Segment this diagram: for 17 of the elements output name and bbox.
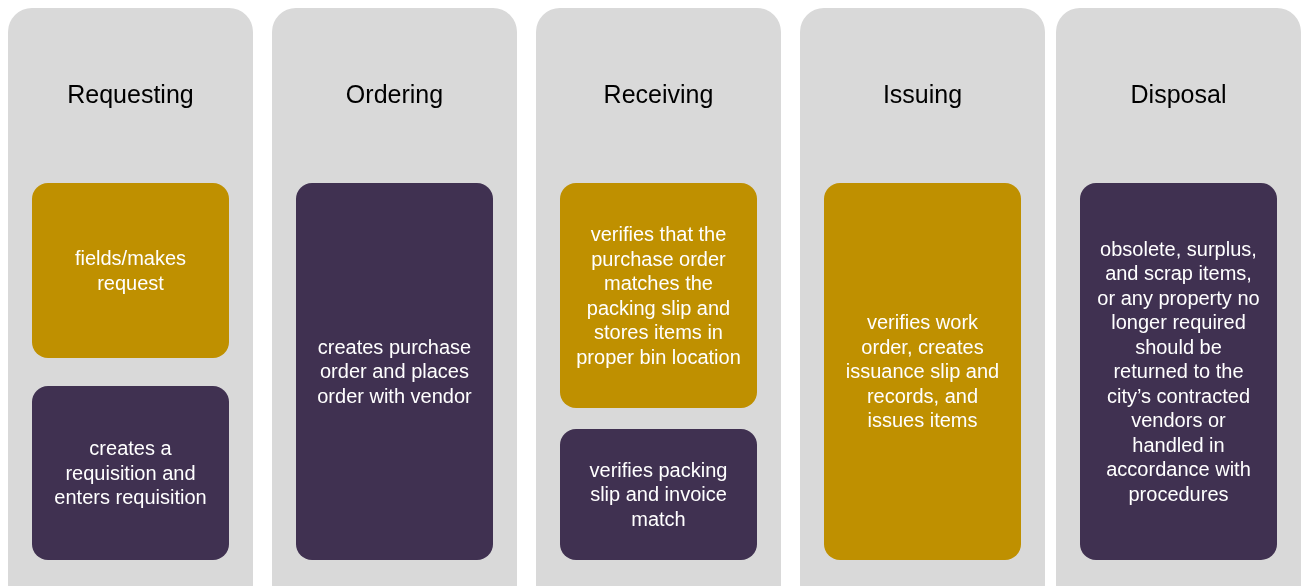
step-box: creates a requisition and enters requisition	[32, 386, 229, 560]
stage-column	[536, 8, 781, 586]
stage-title: Ordering	[344, 80, 445, 109]
stage-column	[1056, 8, 1301, 586]
step-box: fields/makes request	[32, 183, 229, 358]
step-box: obsolete, surplus, and scrap items, or any property no longer required should be returned to the city’s contracted vendors or handled in accordance with procedures	[1080, 183, 1277, 560]
stage-title: Requesting	[66, 80, 195, 109]
stage-title: Disposal	[1129, 80, 1228, 109]
stage-title: Receiving	[602, 80, 715, 109]
step-box: verifies work order, creates issuance slip and records, and issues items	[824, 183, 1021, 560]
step-box: verifies packing slip and invoice match	[560, 429, 757, 560]
stage-column	[8, 8, 253, 586]
stage-title: Issuing	[881, 80, 964, 109]
step-box: creates purchase order and places order with vendor	[296, 183, 493, 560]
step-box: verifies that the purchase order matches the packing slip and stores items in proper bin location	[560, 183, 757, 408]
stage-column	[800, 8, 1045, 586]
stage-column	[272, 8, 517, 586]
